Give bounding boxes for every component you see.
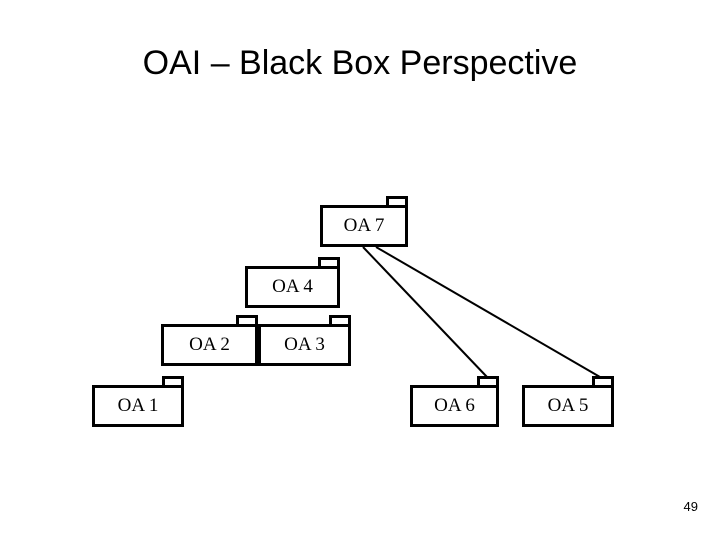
node-oa2[interactable]: OA 2 [161, 324, 258, 366]
page-title: OAI – Black Box Perspective [142, 44, 578, 82]
node-tab-oa5 [592, 376, 614, 386]
node-label-oa6: OA 6 [434, 395, 475, 416]
node-label-oa7: OA 7 [343, 215, 385, 236]
node-oa3[interactable]: OA 3 [258, 324, 351, 366]
node-oa6[interactable]: OA 6 [410, 385, 499, 427]
node-oa1[interactable]: OA 1 [92, 385, 184, 427]
node-label-oa5: OA 5 [547, 395, 589, 416]
node-tab-oa3 [329, 315, 351, 325]
node-label-oa3: OA 3 [284, 334, 325, 355]
connector-oa7-to-oa6 [362, 246, 488, 378]
connector-oa7-to-oa5 [375, 246, 601, 378]
node-label-oa4: OA 4 [272, 276, 313, 297]
node-oa4[interactable]: OA 4 [245, 266, 340, 308]
node-tab-oa7 [386, 196, 408, 206]
node-oa7[interactable]: OA 7 [320, 205, 408, 247]
node-label-oa2: OA 2 [189, 334, 230, 355]
node-tab-oa4 [318, 257, 340, 267]
node-tab-oa1 [162, 376, 184, 386]
node-label-oa1: OA 1 [117, 395, 159, 416]
node-oa5[interactable]: OA 5 [522, 385, 614, 427]
node-tab-oa2 [236, 315, 258, 325]
page-number: 49 [683, 499, 698, 514]
